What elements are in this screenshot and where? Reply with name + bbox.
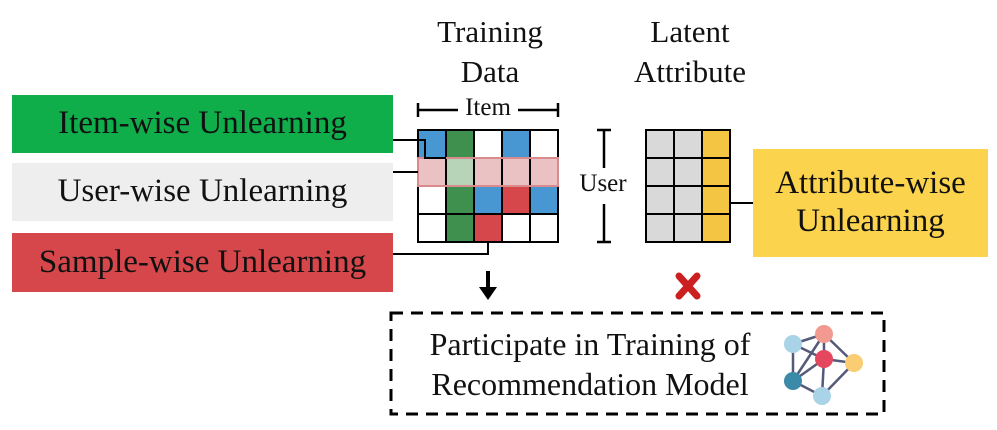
training-data-matrix — [417, 129, 559, 243]
training-data-header-line2: Data — [460, 54, 520, 89]
item-axis-label: Item — [458, 94, 518, 122]
neural-network-icon — [784, 325, 863, 405]
user-wise-unlearning-label: User-wise Unlearning — [57, 173, 348, 210]
user-axis-label: User — [571, 170, 635, 198]
matrix-cell-blue — [502, 130, 530, 158]
attribute-wise-unlearning-line2: Unlearning — [796, 203, 945, 239]
item-wise-unlearning-box: Item-wise Unlearning — [12, 95, 393, 153]
latent-attribute-matrix — [645, 129, 731, 243]
item-axis-bracket — [416, 103, 560, 117]
matrix-cell-blue — [418, 130, 446, 158]
sample-wise-connector — [390, 242, 489, 255]
matrix-cell-red — [502, 186, 530, 214]
latent-attribute-header: Latent Attribute — [600, 12, 780, 92]
down-arrow-icon — [479, 271, 497, 300]
connector-lines — [390, 139, 753, 255]
overlap-cell — [446, 158, 474, 186]
cross-icon — [675, 272, 701, 300]
matrix-cell-blue — [530, 186, 558, 214]
sample-wise-unlearning-label: Sample-wise Unlearning — [38, 243, 367, 280]
matrix-cell-blue — [474, 186, 502, 214]
item-wise-unlearning-label: Item-wise Unlearning — [58, 105, 347, 142]
training-data-header-line1: Training — [437, 14, 543, 49]
attribute-wise-unlearning-box: Attribute-wise Unlearning — [753, 149, 988, 257]
user-wise-unlearning-box: User-wise Unlearning — [12, 163, 393, 221]
training-data-header: Training Data — [405, 12, 575, 92]
model-training-box — [389, 311, 886, 416]
latent-attribute-header-line2: Attribute — [634, 54, 746, 89]
user-row-highlight — [418, 158, 558, 186]
model-training-text: Participate in Training of Recommendatio… — [405, 324, 775, 404]
model-training-line2: Recommendation Model — [431, 366, 749, 402]
user-axis-bracket — [597, 128, 611, 244]
attribute-wise-unlearning-line1: Attribute-wise — [775, 165, 966, 202]
sample-wise-unlearning-box: Sample-wise Unlearning — [12, 233, 393, 292]
latent-attribute-header-line1: Latent — [650, 14, 730, 49]
item-wise-connector — [393, 139, 446, 159]
model-training-line1: Participate in Training of — [429, 326, 751, 362]
matrix-cell-red — [474, 214, 502, 242]
